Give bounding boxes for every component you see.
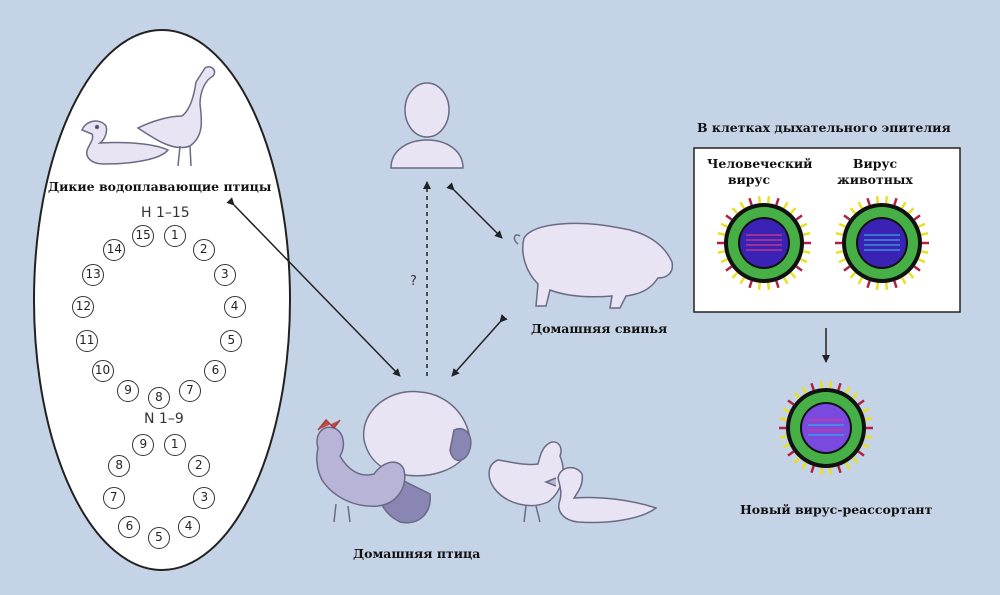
h-subtype-13: 13 — [82, 264, 105, 286]
h-subtype-2: 2 — [192, 238, 215, 261]
reassortant-label: Новый вирус-реассортант — [740, 502, 933, 517]
h-subtype-6: 6 — [204, 359, 227, 382]
duck-icon — [81, 120, 170, 165]
h-subtype-15: 15 — [132, 224, 155, 247]
pig-icon — [513, 222, 674, 309]
question-label: ? — [410, 274, 417, 289]
h-subtype-10: 10 — [91, 359, 114, 382]
h-subtype-9: 9 — [117, 379, 140, 402]
rooster-icon — [316, 418, 406, 523]
reassortant-virus-particle — [779, 381, 873, 475]
h-subtype-11: 11 — [75, 330, 98, 353]
epithelium-label: В клетках дыхательного эпителия — [697, 120, 951, 135]
arrow-human-pig — [446, 182, 503, 239]
hen-icon — [488, 441, 564, 523]
n-subtype-7: 7 — [102, 487, 125, 510]
animal-virus-particle — [835, 196, 929, 290]
h-subtype-4: 4 — [223, 296, 246, 319]
h-subtype-3: 3 — [213, 264, 236, 286]
n-subtype-9: 9 — [132, 433, 155, 456]
n-subtype-3: 3 — [193, 487, 216, 510]
h-range-label: H 1–15 — [141, 205, 190, 221]
n-subtype-4: 4 — [177, 515, 200, 538]
h-subtype-12: 12 — [72, 296, 95, 319]
virus-layer — [717, 196, 929, 475]
wild-birds-label: Дикие водоплавающие птицы — [48, 179, 272, 194]
goose-icon — [136, 65, 216, 167]
n-subtype-5: 5 — [148, 527, 170, 549]
h-subtype-8: 8 — [148, 387, 170, 409]
arrow-wildbirds-poultry — [226, 197, 401, 377]
n-subtype-6: 6 — [118, 515, 141, 538]
human-virus-label: Человеческий вирус — [707, 156, 813, 187]
human-virus-particle — [717, 196, 811, 290]
n-subtype-2: 2 — [187, 455, 210, 477]
h-subtype-1: 1 — [163, 224, 186, 247]
h-subtype-5: 5 — [220, 330, 243, 353]
arrow-pig-poultry — [451, 314, 508, 377]
n-subtype-1: 1 — [163, 433, 186, 456]
poultry-label: Домашняя птица — [353, 546, 481, 561]
pig-label: Домашняя свинья — [531, 321, 668, 336]
h-subtype-14: 14 — [103, 238, 126, 261]
h-subtype-7: 7 — [178, 379, 201, 402]
human-icon — [390, 82, 464, 169]
n-range-label: N 1–9 — [144, 411, 184, 427]
animal-virus-label: Вирус животных — [837, 156, 913, 187]
wild-birds-ellipse — [33, 29, 291, 571]
n-subtype-8: 8 — [108, 455, 131, 477]
domestic-duck-icon — [543, 466, 658, 524]
